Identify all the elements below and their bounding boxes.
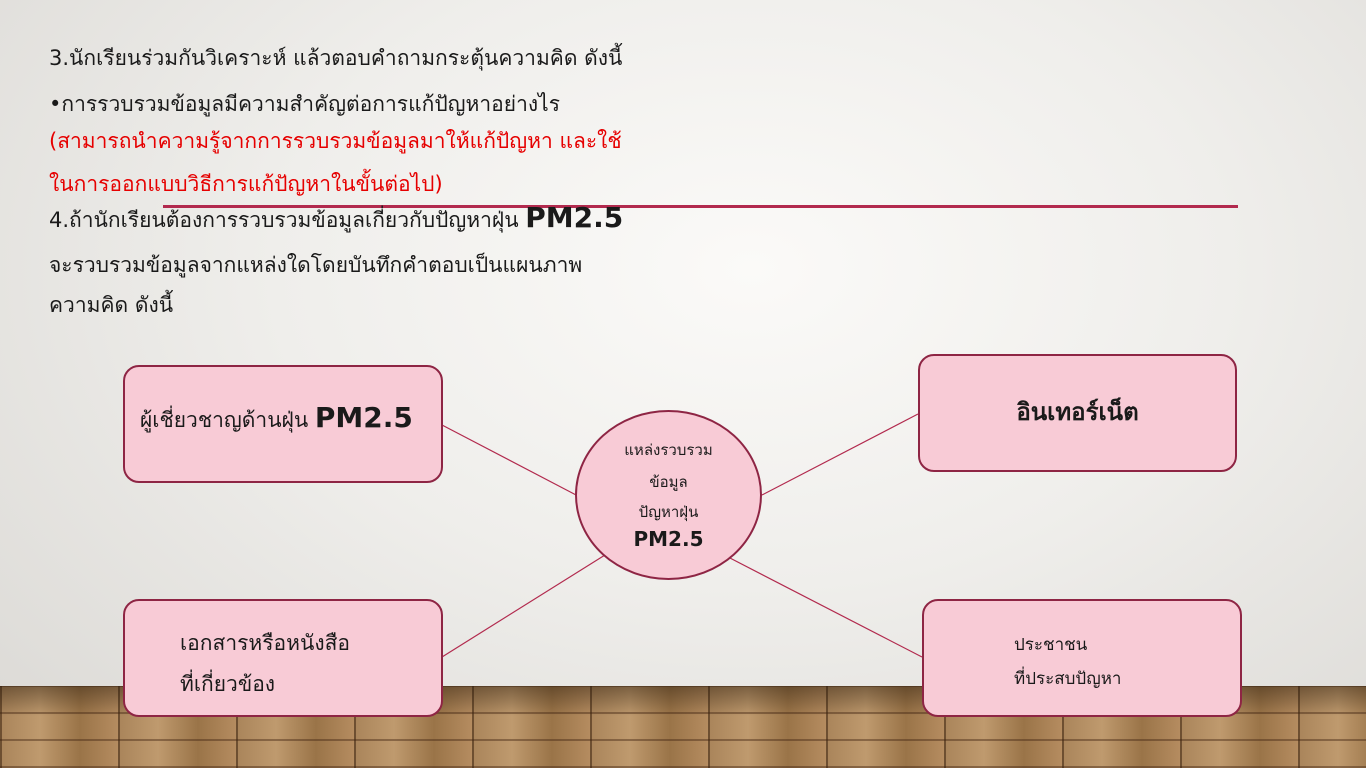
question-text: การรวบรวมข้อมูลมีความสำคัญต่อการแก้ปัญหา…: [61, 92, 560, 116]
divider-line: [163, 205, 1238, 208]
connector-internet: [761, 413, 919, 496]
question-bullet: •การรวบรวมข้อมูลมีความสำคัญต่อการแก้ปัญห…: [49, 88, 560, 121]
expert-text: ผู้เชี่ยวชาญด้านฝุ่น: [140, 408, 315, 432]
box-documents: เอกสารหรือหนังสือ ที่เกี่ยวข้อง: [123, 599, 443, 717]
documents-line-1: เอกสารหรือหนังสือ: [180, 631, 351, 655]
expert-label: ผู้เชี่ยวชาญด้านฝุ่น PM2.5: [140, 401, 413, 437]
answer-line-2: ในการออกแบบวิธีการแก้ปัญหาในขั้นต่อไป): [49, 172, 443, 196]
center-hub: แหล่งรวบรวม ข้อมูล ปัญหาฝุ่น PM2.5: [575, 410, 762, 580]
hub-line-3: ปัญหาฝุ่น: [638, 503, 699, 521]
documents-line-2: ที่เกี่ยวข้อง: [180, 672, 276, 696]
instruction-4-text: 4.ถ้านักเรียนต้องการรวบรวมข้อมูลเกี่ยวกั…: [49, 208, 526, 232]
box-expert: ผู้เชี่ยวชาญด้านฝุ่น PM2.5: [123, 365, 443, 483]
connector-documents: [441, 554, 606, 658]
instruction-4: 4.ถ้านักเรียนต้องการรวบรวมข้อมูลเกี่ยวกั…: [49, 201, 623, 237]
expert-pm: PM2.5: [314, 401, 413, 434]
instruction-4-pm: PM2.5: [525, 201, 624, 234]
connector-people: [727, 556, 923, 658]
connector-expert: [441, 424, 579, 497]
hub-line-4: PM2.5: [633, 527, 704, 551]
hub-line-1: แหล่งรวบรวม: [624, 441, 713, 459]
instruction-4-line-3: ความคิด ดังนี้: [49, 293, 174, 317]
people-line-1: ประชาชน: [1014, 635, 1088, 655]
box-internet: อินเทอร์เน็ต: [918, 354, 1237, 472]
people-line-2: ที่ประสบปัญหา: [1014, 669, 1122, 689]
bullet-icon: •: [49, 92, 62, 116]
box-people: ประชาชน ที่ประสบปัญหา: [922, 599, 1242, 717]
instruction-4-line-2: จะรวบรวมข้อมูลจากแหล่งใดโดยบันทึกคำตอบเป…: [49, 253, 583, 277]
instruction-3: 3.นักเรียนร่วมกันวิเคราะห์ แล้วตอบคำถามก…: [49, 46, 623, 70]
answer-line-1: (สามารถนำความรู้จากการรวบรวมข้อมูลมาให้แ…: [49, 129, 622, 153]
internet-label: อินเทอร์เน็ต: [1016, 398, 1139, 426]
hub-line-2: ข้อมูล: [649, 473, 688, 491]
